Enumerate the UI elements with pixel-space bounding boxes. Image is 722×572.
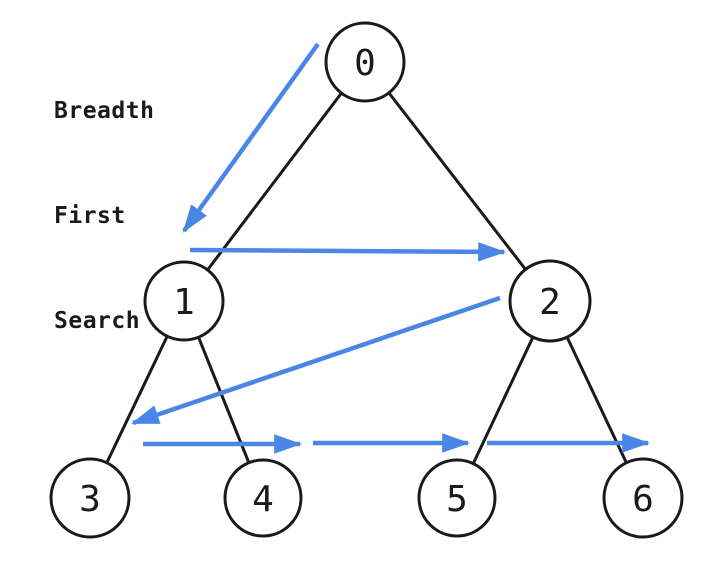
title-line-3: Search [54, 308, 141, 334]
node-3-circle [49, 457, 131, 539]
diagram-title: Breadth First Search [54, 24, 154, 409]
node-2-circle [508, 259, 592, 343]
node-0-circle [324, 21, 406, 103]
node-4-circle [223, 458, 303, 538]
tree-nodes: 0 1 2 3 4 5 6 [49, 21, 684, 539]
node-5-label: 5 [446, 479, 468, 520]
node-3-label: 3 [79, 479, 101, 520]
node-6-circle [602, 457, 684, 539]
node-4-label: 4 [252, 479, 274, 520]
node-1-label: 1 [173, 282, 195, 323]
node-0-label: 0 [354, 43, 376, 84]
title-line-2: First [54, 203, 126, 229]
bfs-arrow-2-3 [130, 295, 501, 426]
node-2-label: 2 [539, 282, 561, 323]
node-6-label: 6 [632, 479, 654, 520]
node-1-circle [143, 260, 225, 342]
bfs-arrow-1-2 [189, 242, 507, 262]
tree-edge-0-2 [363, 61, 552, 302]
bfs-arrow-0-1 [182, 42, 320, 233]
bfs-arrows [130, 42, 651, 454]
tree-edge-0-1 [182, 61, 367, 302]
title-line-1: Breadth [54, 98, 155, 124]
node-5-circle [417, 458, 497, 538]
